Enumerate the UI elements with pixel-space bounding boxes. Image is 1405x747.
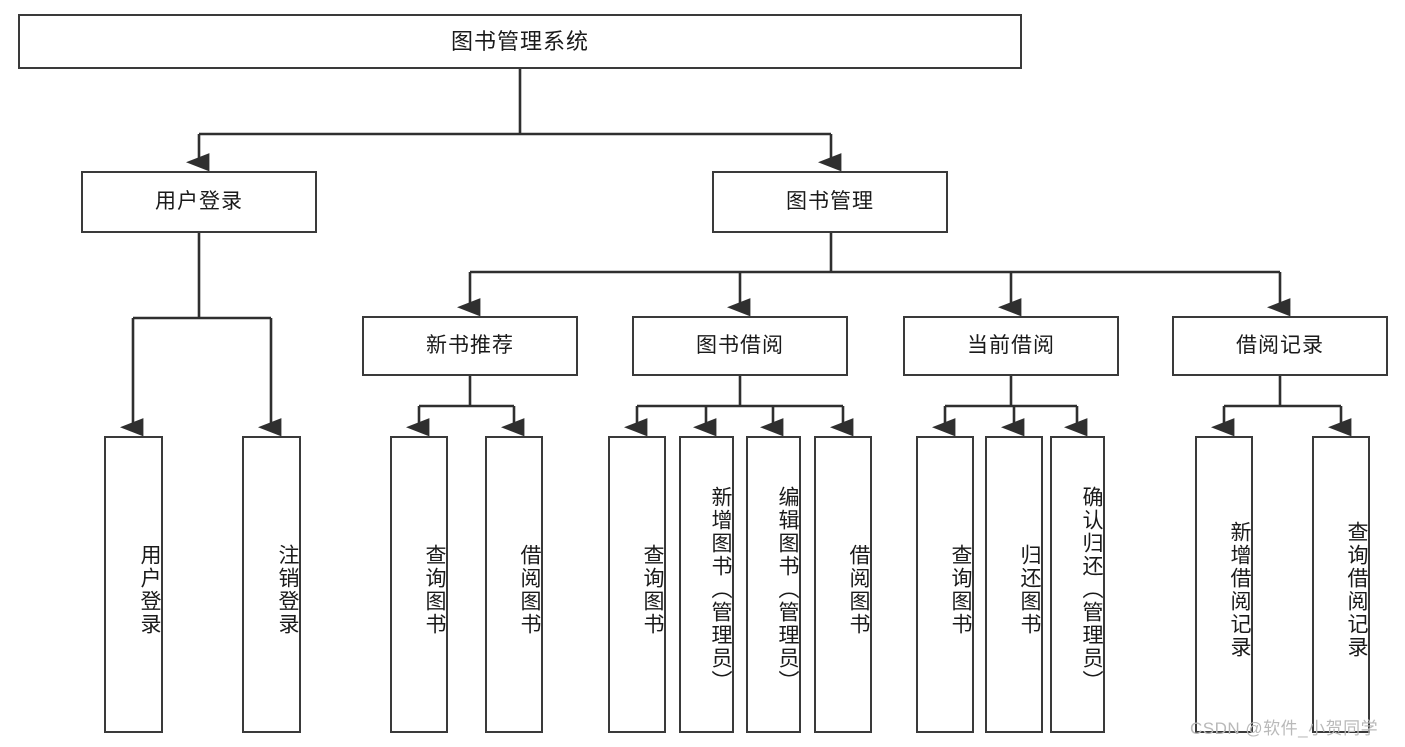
node-label: 查询借阅记录 — [1345, 520, 1368, 659]
leaf-query-book-borrow[interactable]: 查询图书 — [608, 436, 666, 733]
node-label: 图书管理系统 — [450, 28, 589, 54]
leaf-logout[interactable]: 注销登录 — [242, 436, 301, 733]
node-label: 注销登录 — [276, 543, 299, 636]
node-label: 归还图书 — [1018, 543, 1041, 636]
node-label: 图书借阅 — [696, 333, 784, 357]
node-label: 用户登录 — [155, 189, 243, 213]
node-label: 借阅图书 — [518, 543, 541, 636]
leaf-query-borrow-record[interactable]: 查询借阅记录 — [1312, 436, 1370, 733]
leaf-confirm-return-admin[interactable]: 确认归还（管理员） — [1050, 436, 1105, 733]
node-label: 用户登录 — [138, 543, 161, 636]
node-user-login[interactable]: 用户登录 — [81, 171, 317, 233]
leaf-add-borrow-record[interactable]: 新增借阅记录 — [1195, 436, 1253, 733]
node-label: 查询图书 — [641, 543, 664, 636]
node-label: 查询图书 — [423, 543, 446, 636]
node-label: 查询图书 — [949, 543, 972, 636]
node-label: 新增借阅记录 — [1228, 520, 1251, 659]
node-borrow-record[interactable]: 借阅记录 — [1172, 316, 1388, 376]
node-label: 当前借阅 — [967, 333, 1055, 357]
node-label: 新增图书（管理员） — [709, 486, 732, 693]
leaf-edit-book-admin[interactable]: 编辑图书（管理员） — [746, 436, 801, 733]
leaf-query-book-current[interactable]: 查询图书 — [916, 436, 974, 733]
node-label: 借阅图书 — [847, 543, 870, 636]
leaf-borrow-book-recommend[interactable]: 借阅图书 — [485, 436, 543, 733]
node-label: 新书推荐 — [426, 333, 514, 357]
leaf-user-login[interactable]: 用户登录 — [104, 436, 163, 733]
leaf-add-book-admin[interactable]: 新增图书（管理员） — [679, 436, 734, 733]
node-book-management[interactable]: 图书管理 — [712, 171, 948, 233]
leaf-return-book[interactable]: 归还图书 — [985, 436, 1043, 733]
node-new-book-recommend[interactable]: 新书推荐 — [362, 316, 578, 376]
node-current-borrow[interactable]: 当前借阅 — [903, 316, 1119, 376]
node-book-borrow[interactable]: 图书借阅 — [632, 316, 848, 376]
node-label: 确认归还（管理员） — [1080, 486, 1103, 693]
watermark: CSDN @软件_小贺同学 — [1190, 719, 1379, 738]
node-label: 借阅记录 — [1236, 333, 1324, 357]
node-label: 编辑图书（管理员） — [776, 486, 799, 693]
leaf-query-book-recommend[interactable]: 查询图书 — [390, 436, 448, 733]
node-label: 图书管理 — [786, 189, 874, 213]
node-root-system[interactable]: 图书管理系统 — [18, 14, 1022, 69]
leaf-borrow-book[interactable]: 借阅图书 — [814, 436, 872, 733]
